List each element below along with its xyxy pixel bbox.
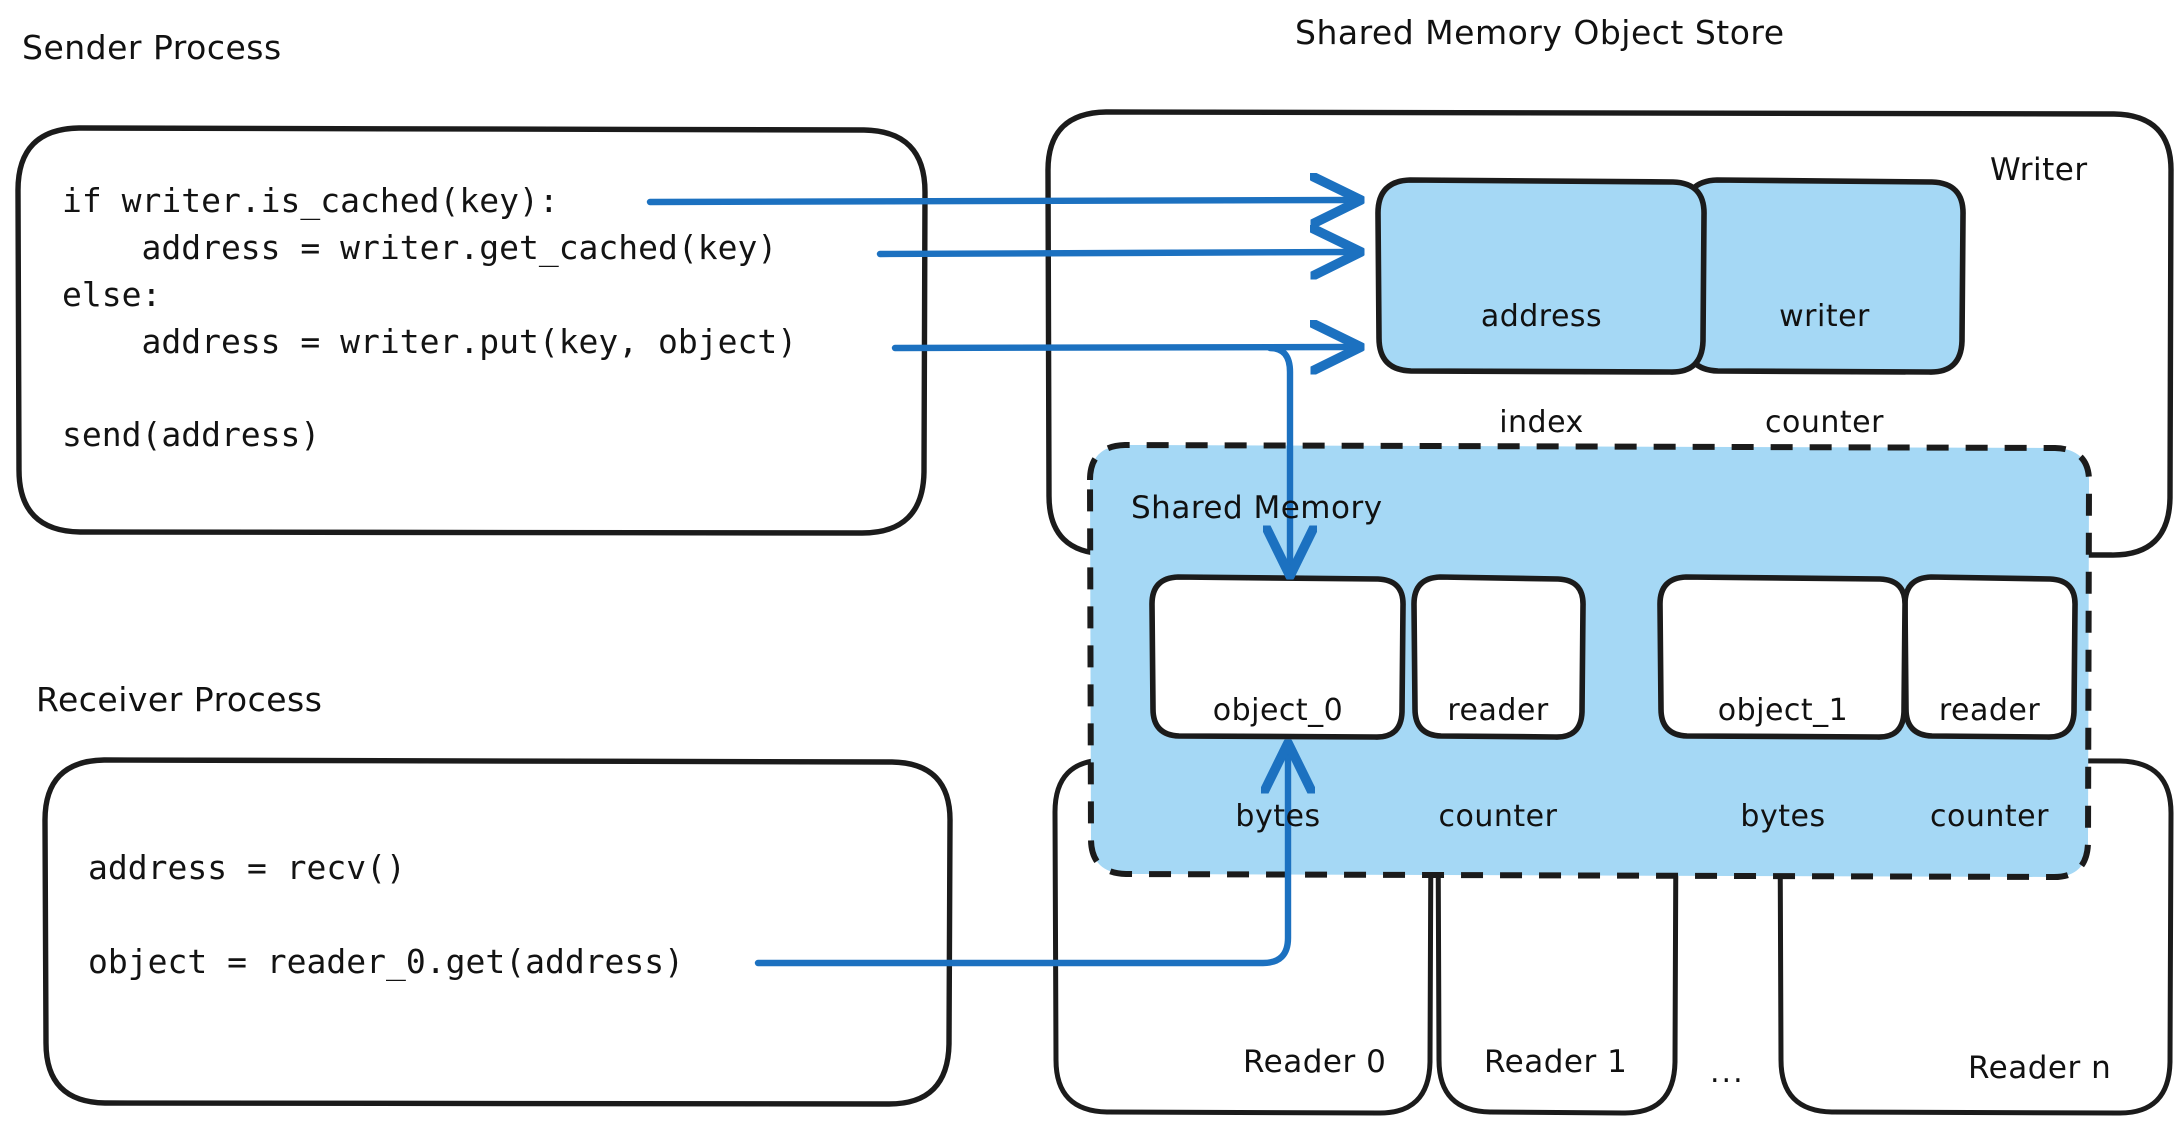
object-1-line-1: object_1 (1717, 692, 1849, 728)
writer-counter-chip-label: writer counter (1686, 228, 1963, 511)
arrow-put-branch-to-object-0 (1270, 344, 1290, 567)
receiver-code-block: address = recv() object = reader_0.get(a… (88, 848, 685, 981)
reader-1-label: Reader 1 (1484, 1044, 1628, 1080)
reader-counter-0-line-2: counter (1438, 798, 1558, 834)
object-0-chip-label: object_0 bytes (1153, 622, 1403, 905)
receiver-process-title: Receiver Process (36, 680, 323, 719)
writer-counter-line-2: counter (1765, 404, 1884, 440)
object-1-chip (1657, 574, 1908, 740)
reader-0-label: Reader 0 (1243, 1044, 1387, 1080)
arrow-get-cached-to-address-index (876, 252, 1352, 254)
shared-memory-label: Shared Memory (1131, 490, 1383, 526)
sender-process-title: Sender Process (22, 28, 282, 67)
sender-process-box (15, 125, 928, 536)
reader-counter-1-chip (1902, 574, 2078, 740)
readers-ellipsis: ... (1710, 1055, 1745, 1090)
writer-counter-chip (1682, 177, 1966, 375)
address-index-chip-label: address index (1379, 228, 1704, 511)
arrow-put-to-address-index (891, 347, 1352, 348)
object-0-line-1: object_0 (1212, 692, 1344, 728)
writer-counter-line-1: writer (1779, 298, 1870, 334)
reader-n-label: Reader n (1968, 1050, 2112, 1086)
reader-counter-0-line-1: reader (1447, 692, 1549, 728)
shared-memory-region (1087, 442, 2093, 881)
address-index-line-2: index (1499, 404, 1584, 440)
reader-counter-0-chip (1411, 574, 1586, 740)
reader-counter-1-line-1: reader (1938, 692, 2041, 728)
arrow-is-cached-to-address-index (646, 200, 1352, 202)
object-0-chip (1149, 574, 1406, 740)
address-index-line-1: address (1480, 298, 1603, 334)
receiver-process-box (42, 757, 953, 1107)
shared-memory-object-store-title: Shared Memory Object Store (1295, 13, 1785, 52)
writer-label: Writer (1990, 152, 2088, 188)
object-1-chip-label: object_1 bytes (1661, 622, 1905, 905)
reader-counter-1-label: reader counter (1904, 622, 2075, 905)
arrow-reader-get-to-object-0 (754, 752, 1288, 967)
address-index-chip (1375, 177, 1707, 375)
reader-counter-0-label: reader counter (1413, 622, 1583, 905)
sender-code-block: if writer.is_cached(key): address = writ… (62, 181, 798, 455)
object-0-line-2: bytes (1235, 798, 1321, 834)
reader-counter-1-line-2: counter (1930, 798, 2049, 834)
object-1-line-2: bytes (1740, 798, 1826, 834)
